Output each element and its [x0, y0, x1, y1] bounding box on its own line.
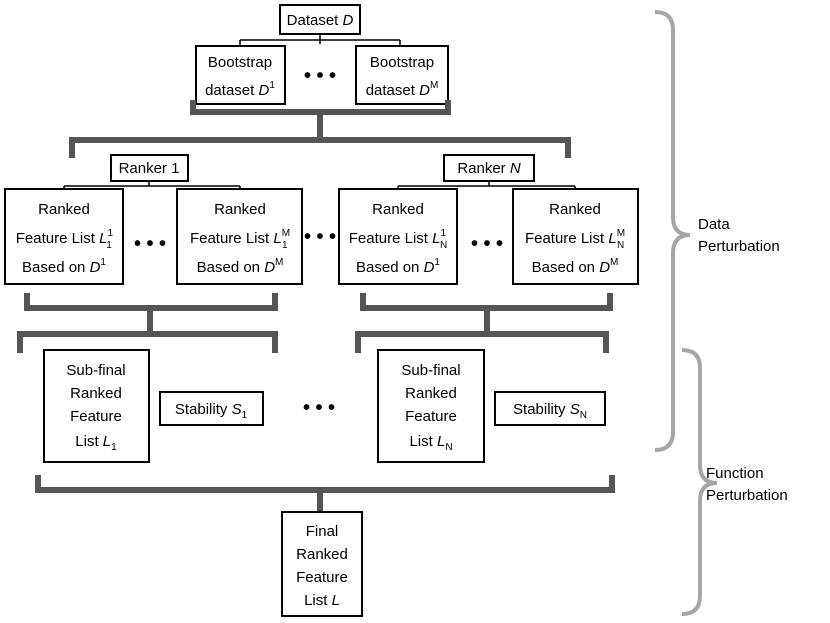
- bootstrap-node-m: Bootstrap dataset DM: [355, 45, 449, 105]
- svg-text:Ranked: Ranked: [38, 201, 90, 218]
- final-brace: [35, 475, 615, 515]
- ranked-lists-brace-left: [17, 293, 278, 353]
- rankers-ellipsis: • • •: [304, 226, 336, 248]
- dataset-connector: [239, 34, 401, 46]
- svg-text:Feature List L11: Feature List L11: [16, 228, 114, 251]
- bootstrap-node-1: Bootstrap dataset D1: [195, 45, 286, 105]
- svg-text:Based on DM: Based on DM: [197, 257, 284, 276]
- function-perturbation-label-1: Function: [706, 465, 764, 482]
- svg-text:Based on D1: Based on D1: [22, 257, 106, 276]
- subfinal-node-n: Sub-final Ranked Feature List LN: [377, 349, 485, 463]
- svg-text:List L: List L: [304, 592, 340, 609]
- svg-text:Stability SN: Stability SN: [513, 401, 587, 421]
- stability-node-1: Stability S1: [159, 391, 264, 426]
- data-perturbation-label-2: Perturbation: [698, 238, 780, 255]
- svg-text:Based on DM: Based on DM: [532, 257, 619, 276]
- data-perturbation-label-1: Data: [698, 216, 730, 233]
- svg-text:Sub-final: Sub-final: [401, 362, 460, 379]
- ranker-node-1: Ranker 1: [110, 154, 189, 182]
- svg-text:Ranked: Ranked: [296, 546, 348, 563]
- svg-text:Feature: Feature: [296, 569, 348, 586]
- bootstrap-ellipsis: • • •: [304, 65, 336, 87]
- svg-text:Feature List L1N: Feature List L1N: [349, 228, 448, 251]
- subfinal-node-1: Sub-final Ranked Feature List L1: [43, 349, 150, 463]
- svg-text:Ranked: Ranked: [70, 385, 122, 402]
- function-perturbation-label-2: Perturbation: [706, 487, 788, 504]
- ranked-lists-brace-right: [355, 293, 613, 353]
- svg-text:Bootstrap: Bootstrap: [208, 54, 272, 71]
- stability-node-n: Stability SN: [494, 391, 606, 426]
- svg-text:Feature: Feature: [70, 408, 122, 425]
- svg-text:dataset DM: dataset DM: [366, 80, 439, 99]
- svg-text:Ranked: Ranked: [549, 201, 601, 218]
- ranker1-ellipsis: • • •: [134, 233, 166, 255]
- rankerN-ellipsis: • • •: [471, 233, 503, 255]
- subfinal-ellipsis: • • •: [303, 397, 335, 419]
- svg-text:Ranked: Ranked: [405, 385, 457, 402]
- function-perturbation-brace: [681, 348, 718, 616]
- svg-text:Final: Final: [306, 523, 339, 540]
- ranker-connectors: [63, 181, 576, 189]
- svg-text:Ranked: Ranked: [214, 201, 266, 218]
- svg-text:dataset D1: dataset D1: [205, 80, 275, 99]
- svg-text:Bootstrap: Bootstrap: [370, 54, 434, 71]
- svg-text:Sub-final: Sub-final: [66, 362, 125, 379]
- svg-text:Stability S1: Stability S1: [175, 401, 248, 421]
- dataset-node: Dataset D: [279, 4, 361, 35]
- final-node: Final Ranked Feature List L: [281, 511, 363, 617]
- svg-text:Feature: Feature: [405, 408, 457, 425]
- svg-text:Feature List LMN: Feature List LMN: [525, 228, 625, 251]
- data-perturbation-brace: [654, 10, 691, 452]
- ranker-node-n: Ranker N: [443, 154, 535, 182]
- svg-text:List LN: List LN: [409, 433, 452, 453]
- svg-text:Ranked: Ranked: [372, 201, 424, 218]
- svg-text:Based on D1: Based on D1: [356, 257, 440, 276]
- svg-text:Feature List LM1: Feature List LM1: [190, 228, 290, 251]
- dataset-label: Dataset D: [287, 12, 354, 29]
- bootstrap-brace: [69, 100, 571, 158]
- svg-text:List L1: List L1: [75, 433, 117, 453]
- svg-text:Ranker 1: Ranker 1: [119, 160, 180, 177]
- svg-text:Ranker N: Ranker N: [457, 160, 521, 177]
